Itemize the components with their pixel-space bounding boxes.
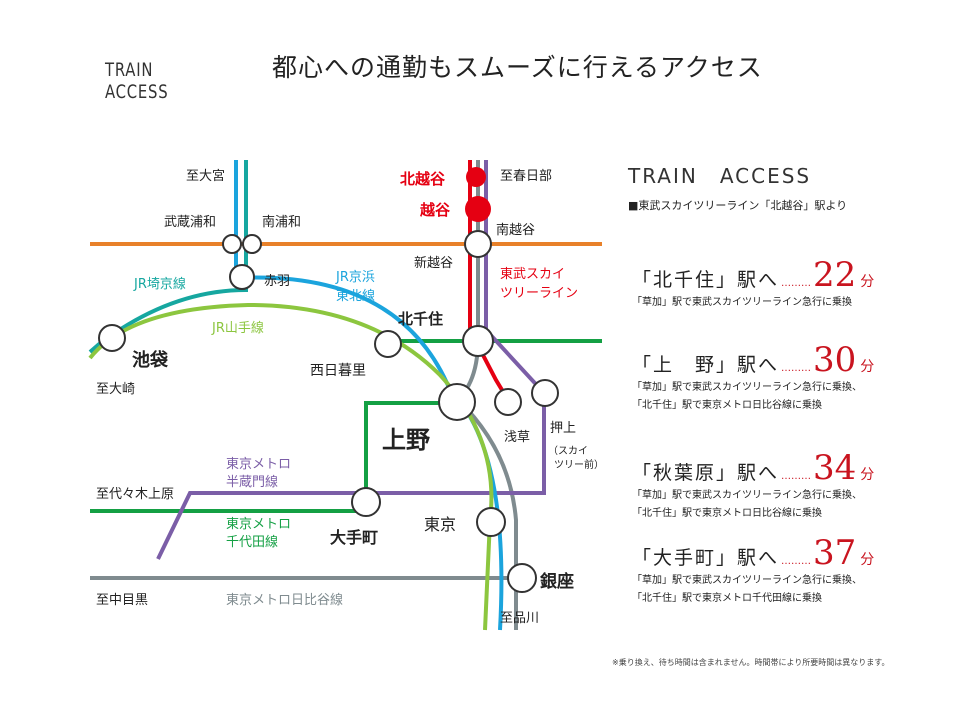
route-note: 「北千住」駅で東京メトロ日比谷線に乗換: [632, 400, 822, 411]
route-destination: 「北千住」駅へ: [632, 269, 780, 291]
route-note: 「北千住」駅で東京メトロ千代田線に乗換: [632, 593, 822, 604]
label-kitakoshigaya: 北越谷: [400, 170, 446, 188]
label-yamanote: JR山手線: [211, 320, 264, 336]
label-skytree-2: ツリーライン: [500, 286, 578, 301]
station-ikebukuro: [98, 324, 126, 352]
label-omiya: 至大宮: [186, 168, 225, 184]
label-nakameguro: 至中目黒: [96, 593, 148, 608]
label-ueno: 上野: [382, 426, 430, 454]
station-kitasenju: [462, 325, 494, 357]
label-oshiage: 押上: [550, 421, 576, 436]
line-yamanote: [88, 302, 494, 631]
station-asakusa: [494, 388, 522, 416]
station-akabane: [229, 264, 255, 290]
route-minutes-unit: 分: [860, 274, 875, 290]
label-nishinippori: 西日暮里: [310, 363, 366, 379]
label-ginza: 銀座: [540, 571, 574, 592]
label-musashiurawa: 武蔵浦和: [164, 215, 216, 230]
route-minutes-unit: 分: [860, 467, 875, 483]
route-note: 「草加」駅で東武スカイツリーライン急行に乗換: [632, 297, 852, 308]
station-otemachi: [351, 487, 381, 517]
label-chiyoda-1: 東京メトロ: [226, 516, 291, 532]
route-leader-dots: ………: [781, 471, 812, 482]
route-leader-dots: ………: [781, 556, 812, 567]
label-osaki: 至大崎: [96, 382, 135, 397]
route-note: 「草加」駅で東武スカイツリーライン急行に乗換、: [632, 575, 862, 586]
label-hanzomon-2: 半蔵門線: [226, 474, 278, 490]
label-hanzomon-1: 東京メトロ: [226, 456, 291, 472]
access-panel: TRAIN ACCESS ■東武スカイツリーライン「北越谷」駅より: [628, 160, 928, 213]
station-kitakoshigaya: [466, 167, 486, 187]
label-shinagawa: 至品川: [500, 611, 539, 626]
route-destination: 「上 野」駅へ: [632, 354, 780, 376]
label-shinkoshigaya: 新越谷: [414, 255, 453, 271]
station-tokyo: [476, 507, 506, 537]
label-minamiurawa: 南浦和: [262, 214, 301, 230]
station-minamiurawa: [242, 234, 262, 254]
label-kitasenju: 北千住: [398, 310, 443, 328]
station-ginza: [507, 563, 537, 593]
label-tokyo: 東京: [424, 515, 456, 534]
route-destination: 「秋葉原」駅へ: [632, 462, 780, 484]
station-koshigaya: [465, 196, 491, 222]
route-note: 「北千住」駅で東京メトロ日比谷線に乗換: [632, 508, 822, 519]
label-otemachi: 大手町: [330, 528, 378, 547]
label-asakusa: 浅草: [504, 430, 530, 445]
route-minutes-unit: 分: [860, 552, 875, 568]
label-chiyoda-2: 千代田線: [226, 534, 278, 550]
station-ueno: [438, 383, 476, 421]
label-keihin-1: JR京浜: [335, 270, 375, 285]
route-leader-dots: ………: [781, 278, 812, 289]
route-minutes-unit: 分: [860, 359, 875, 375]
label-oshiage-sub-1: （スカイ: [548, 445, 588, 457]
panel-title: TRAIN ACCESS: [628, 164, 812, 188]
label-yoyogiuehara: 至代々木上原: [96, 487, 174, 502]
route-destination: 「大手町」駅へ: [632, 547, 780, 569]
station-musashiurawa: [222, 234, 242, 254]
route-minutes: 30: [813, 340, 857, 380]
route-leader-dots: ………: [781, 363, 812, 374]
label-saikyo: JR埼京線: [133, 276, 186, 292]
route-minutes: 34: [813, 448, 857, 488]
label-ikebukuro: 池袋: [132, 349, 169, 371]
label-keihin-2: 東北線: [336, 288, 375, 304]
route-note: 「草加」駅で東武スカイツリーライン急行に乗換、: [632, 490, 862, 501]
station-nishinippori: [374, 330, 402, 358]
route-note: 「草加」駅で東武スカイツリーライン急行に乗換、: [632, 382, 862, 393]
label-minamikoshigaya: 南越谷: [496, 222, 535, 238]
label-kasukabe: 至春日部: [500, 169, 552, 184]
station-minamikoshigaya: [464, 230, 492, 258]
header-title-jp: 都心への通勤もスムーズに行えるアクセス: [272, 53, 763, 82]
label-oshiage-sub-2: ツリー前）: [554, 458, 604, 471]
footnote: ※乗り換え、待ち時間は含まれません。時間帯により所要時間は異なります。: [612, 658, 890, 667]
panel-subtitle: ■東武スカイツリーライン「北越谷」駅より: [628, 199, 848, 212]
station-oshiage: [531, 379, 559, 407]
label-koshigaya: 越谷: [419, 201, 451, 219]
header-title-en: TRAIN ACCESS: [105, 59, 169, 103]
label-akabane: 赤羽: [264, 274, 290, 289]
label-skytree-1: 東武スカイ: [500, 266, 565, 282]
route-minutes: 22: [813, 255, 857, 295]
page-header: TRAIN ACCESS 都心への通勤もスムーズに行えるアクセス: [105, 48, 763, 103]
route-minutes: 37: [813, 533, 857, 573]
line-chiyoda: [90, 401, 445, 513]
label-hibiya: 東京メトロ日比谷線: [226, 592, 343, 608]
